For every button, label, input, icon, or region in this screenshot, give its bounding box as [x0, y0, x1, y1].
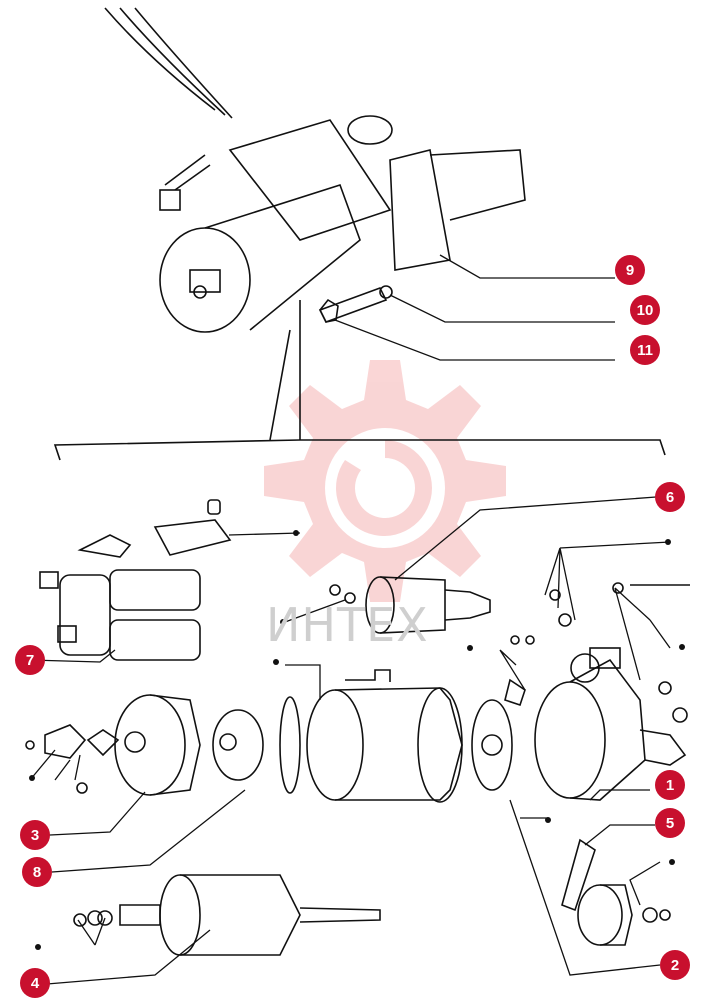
bullet-dots: [29, 530, 685, 950]
watermark-gear-logo: [264, 360, 506, 602]
callout-3: 3: [20, 820, 50, 850]
callout-4: 4: [20, 968, 50, 998]
callout-5: 5: [655, 808, 685, 838]
callout-7: 7: [15, 645, 45, 675]
brush-plate: [212, 696, 301, 794]
leader-lines: [29, 254, 671, 986]
drive-end-housing: [471, 582, 690, 801]
callout-11: 11: [630, 335, 660, 365]
commutator-end-cover: [25, 694, 201, 796]
callout-2: 2: [660, 950, 690, 980]
armature: [73, 874, 381, 956]
callout-10: 10: [630, 295, 660, 325]
brush-holder-parts: [153, 499, 232, 556]
callout-9: 9: [615, 255, 645, 285]
callout-6: 6: [655, 482, 685, 512]
callout-1: 1: [655, 770, 685, 800]
watermark-text: ИНТЕХ: [266, 598, 429, 652]
solenoid: [329, 576, 491, 634]
field-coil-assembly: [39, 534, 201, 661]
assembled-starter: [53, 7, 666, 461]
drive-pinion-clutch: [561, 838, 671, 946]
yoke-housing: [306, 669, 463, 803]
callout-8: 8: [22, 857, 52, 887]
